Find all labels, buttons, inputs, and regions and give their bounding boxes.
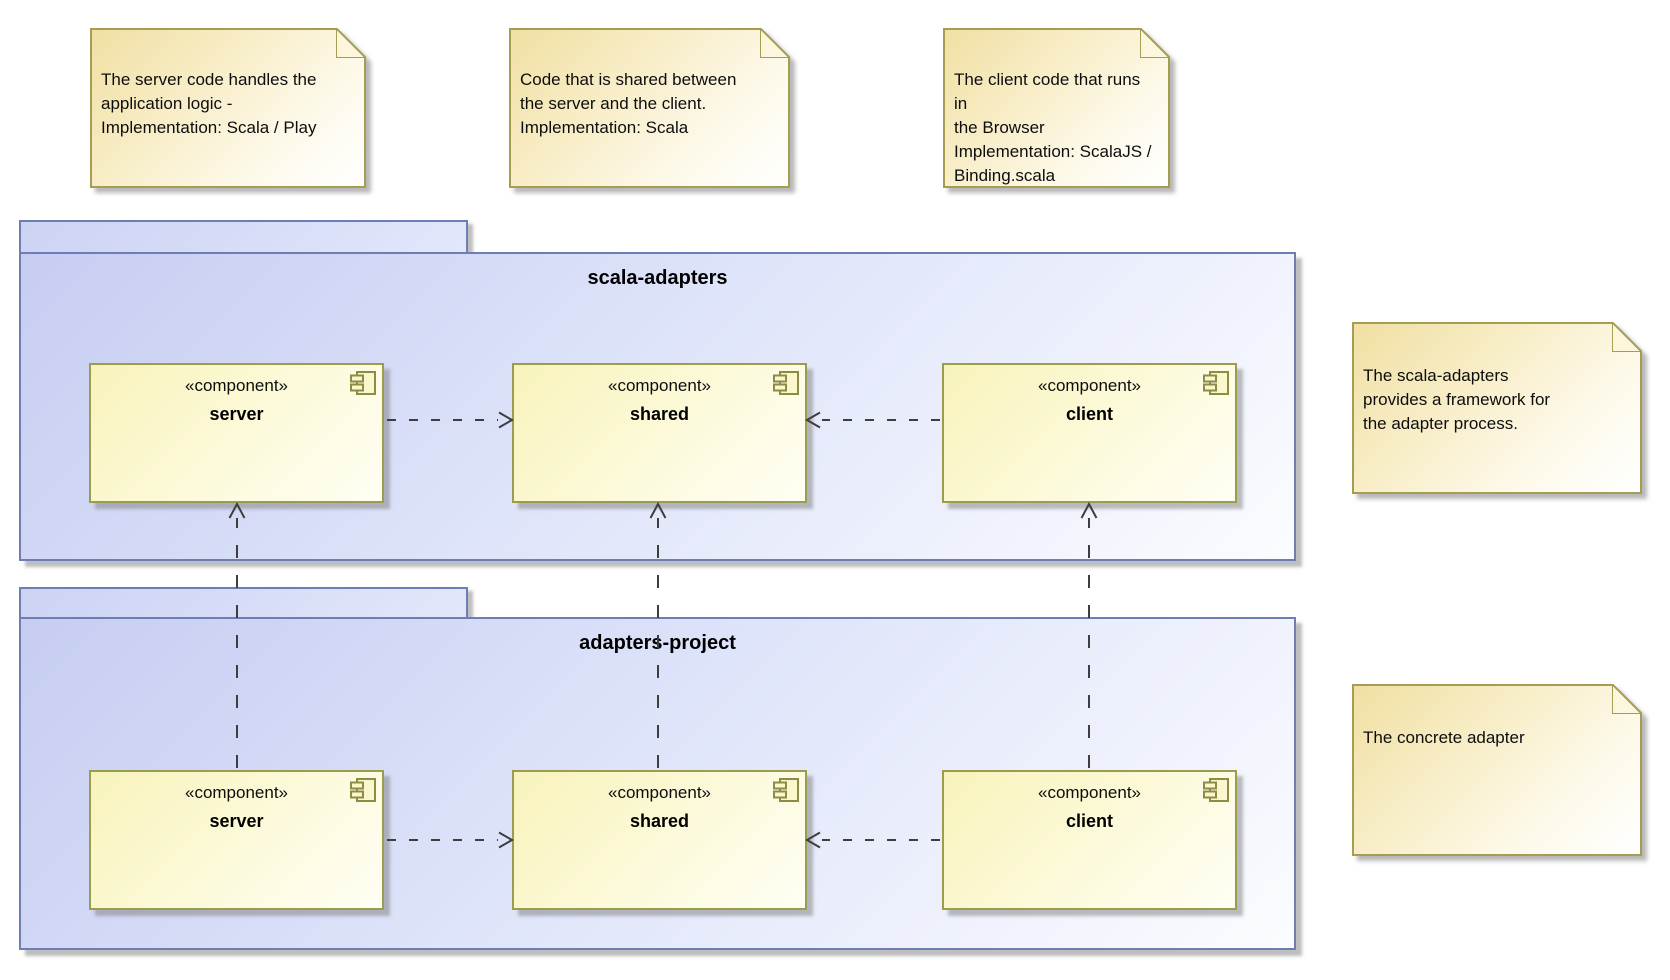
component-stereotype: «component»: [184, 376, 289, 395]
package-title: scala-adapters: [587, 267, 728, 289]
component-name: client: [1065, 811, 1113, 831]
note-concrete-adapter: The concrete adapter: [1352, 684, 1642, 856]
note-paper: The scala-adapters provides a framework …: [1352, 322, 1642, 494]
component-icon: [773, 778, 799, 802]
package-tab: [19, 220, 468, 254]
note-framework: The scala-adapters provides a framework …: [1352, 322, 1642, 494]
note-text: The concrete adapter: [1363, 728, 1525, 747]
note-fold-icon: [1612, 684, 1642, 714]
note-fold-icon: [760, 28, 790, 58]
note-fold-icon: [1612, 322, 1642, 352]
component-icon: [773, 371, 799, 395]
component-node-client: «component» client: [942, 770, 1237, 910]
component-icon: [1203, 371, 1229, 395]
component-name: shared: [629, 811, 690, 831]
note-server-code: The server code handles the application …: [90, 28, 366, 188]
component-node-server: «component» server: [89, 363, 384, 503]
component-stereotype: «component»: [1037, 376, 1142, 395]
component-name: server: [209, 811, 264, 831]
note-paper: Code that is shared between the server a…: [509, 28, 790, 188]
note-text: The scala-adapters provides a framework …: [1363, 366, 1551, 433]
note-client-code: The client code that runs in the Browser…: [943, 28, 1170, 188]
package-title: adapters-project: [579, 632, 736, 654]
package-tab: [19, 587, 468, 619]
component-node-server: «component» server: [89, 770, 384, 910]
component-node-client: «component» client: [942, 363, 1237, 503]
note-text: The client code that runs in the Browser…: [954, 70, 1152, 185]
note-text: Code that is shared between the server a…: [520, 70, 737, 137]
note-text: The server code handles the application …: [101, 70, 317, 137]
component-icon: [1203, 778, 1229, 802]
note-fold-icon: [336, 28, 366, 58]
component-name: server: [209, 404, 264, 424]
note-shared-code: Code that is shared between the server a…: [509, 28, 790, 188]
component-name: client: [1065, 404, 1113, 424]
component-stereotype: «component»: [607, 783, 712, 802]
note-paper: The concrete adapter: [1352, 684, 1642, 856]
component-icon: [350, 778, 376, 802]
component-stereotype: «component»: [184, 783, 289, 802]
component-name: shared: [629, 404, 690, 424]
component-stereotype: «component»: [1037, 783, 1142, 802]
component-icon: [350, 371, 376, 395]
component-stereotype: «component»: [607, 376, 712, 395]
note-fold-icon: [1140, 28, 1170, 58]
note-paper: The server code handles the application …: [90, 28, 366, 188]
note-paper: The client code that runs in the Browser…: [943, 28, 1170, 188]
component-node-shared: «component» shared: [512, 363, 807, 503]
component-node-shared: «component» shared: [512, 770, 807, 910]
